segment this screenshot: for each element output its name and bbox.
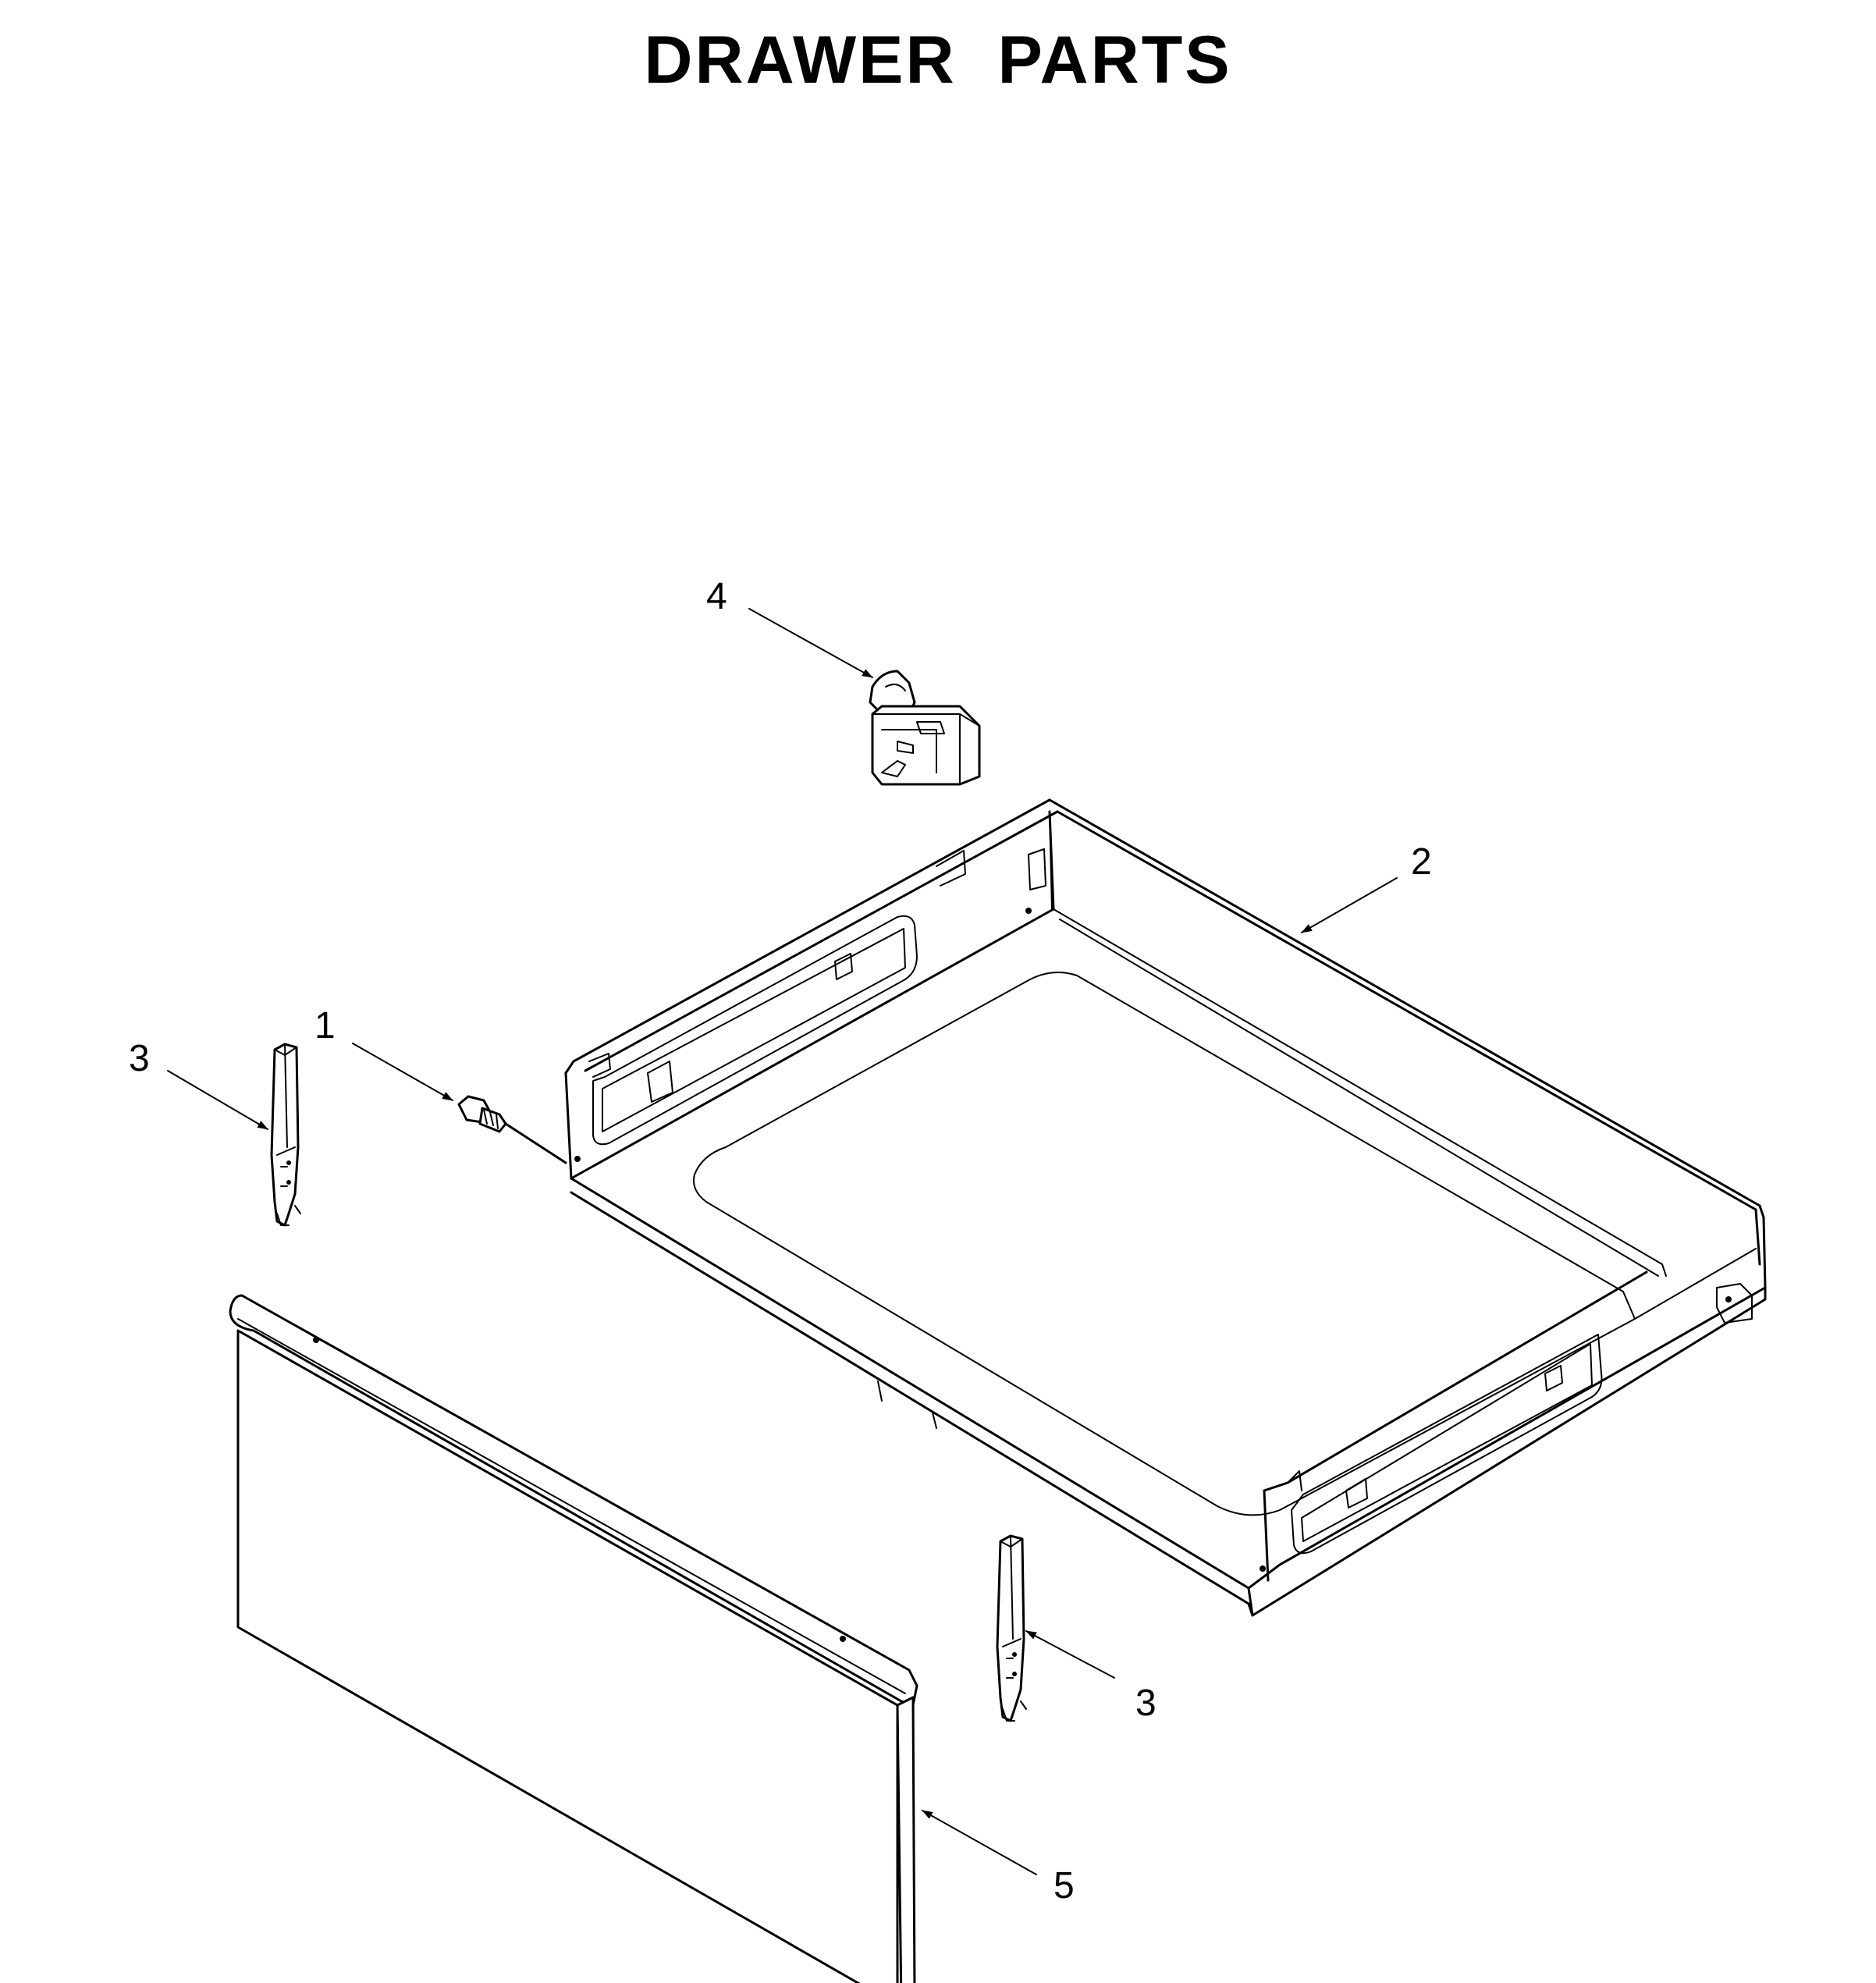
screw-part xyxy=(457,1095,567,1164)
leader-line-3b xyxy=(1025,1630,1115,1679)
leader-line-3a xyxy=(167,1070,268,1130)
leader-line-1 xyxy=(352,1043,453,1101)
callout-4: 4 xyxy=(706,576,727,617)
callout-5: 5 xyxy=(1053,1865,1075,1907)
leader-line-2 xyxy=(1301,877,1398,933)
leader-line-5 xyxy=(922,1810,1037,1875)
leader-lines xyxy=(167,608,1398,1875)
callout-3-left: 3 xyxy=(129,1038,150,1079)
callouts: 4 2 1 3 3 5 xyxy=(129,576,1432,1907)
drawer-part xyxy=(564,798,1767,1617)
callout-1: 1 xyxy=(314,1005,336,1047)
callout-2: 2 xyxy=(1411,841,1432,883)
leader-line-4 xyxy=(748,608,873,678)
page-title: DRAWER PARTS xyxy=(644,23,1232,98)
drawer-front-part xyxy=(229,1294,918,1983)
bracket-part xyxy=(869,670,981,786)
slide-rail-right-part xyxy=(996,1534,1027,1722)
callout-3-right: 3 xyxy=(1135,1683,1157,1724)
slide-rail-left-part xyxy=(270,1043,301,1227)
